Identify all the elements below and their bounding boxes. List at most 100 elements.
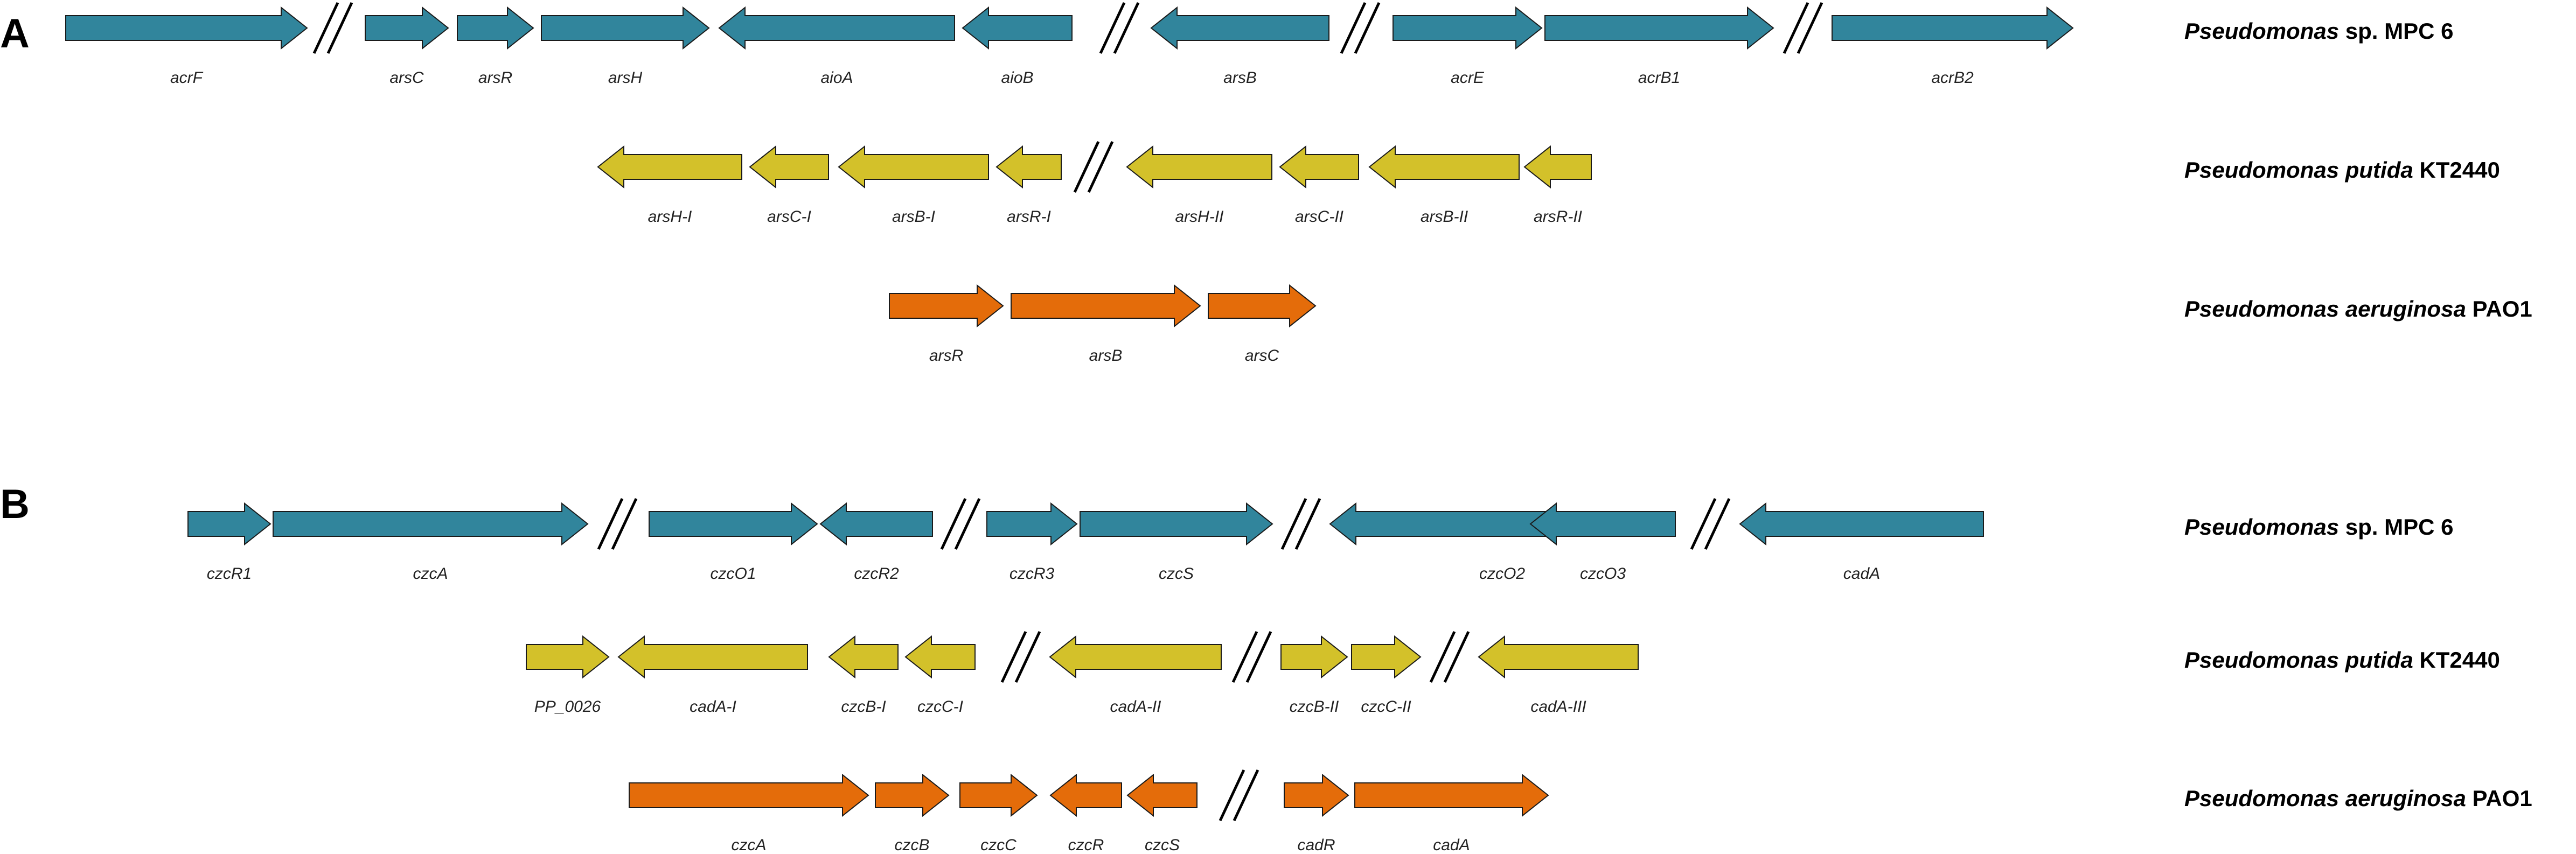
gene-label: czcA <box>731 836 766 854</box>
gene-arrow <box>1544 6 1774 50</box>
break-line <box>1113 2 1140 54</box>
gene-czca: czcA <box>629 773 869 854</box>
gene-arrow <box>629 773 869 817</box>
gene-arrow <box>1832 6 2074 50</box>
gene-arrow <box>1208 284 1317 328</box>
organism-strain: KT2440 <box>2413 157 2500 183</box>
break-marks-layer <box>312 2 1823 822</box>
organism-strain: KT2440 <box>2413 647 2500 673</box>
gene-arsc-ii: arsC-II <box>1279 145 1359 226</box>
gene-arrow <box>526 635 610 679</box>
organism-genus: Pseudomonas putida <box>2184 157 2413 183</box>
gene-cada: cadA <box>1739 502 1984 583</box>
gene-czco1: czcO1 <box>649 502 818 583</box>
gene-arrow <box>1011 284 1201 328</box>
gene-label: czcC <box>980 836 1017 854</box>
gene-arrow <box>1523 145 1592 189</box>
gene-label: arsH-I <box>648 208 692 226</box>
break-line <box>1340 2 1367 54</box>
gene-czca: czcA <box>273 502 589 583</box>
gene-arsr-ii: arsR-II <box>1523 145 1592 226</box>
gene-arrow <box>457 6 534 50</box>
gene-aiob: aioB <box>962 6 1073 87</box>
gene-label: arsC <box>1245 347 1279 365</box>
gene-arrow <box>541 6 710 50</box>
gene-arsr-i: arsR-I <box>995 145 1062 226</box>
gene-label: arsR-I <box>1007 208 1051 226</box>
break-line <box>1797 2 1823 54</box>
break-line <box>1014 631 1041 683</box>
gene-czcr1: czcR1 <box>187 502 271 583</box>
organism-label-b-pao1: Pseudomonas aeruginosa PAO1 <box>2184 786 2532 811</box>
organism-label-b-mpc6: Pseudomonas sp. MPC 6 <box>2184 514 2453 540</box>
break-line <box>1294 498 1321 550</box>
gene-arrow <box>1049 635 1222 679</box>
break-line <box>1443 631 1470 683</box>
gene-label: cadA-III <box>1530 698 1586 716</box>
gene-czcb: czcB <box>875 773 950 854</box>
gene-arrow <box>1393 6 1543 50</box>
gene-label: arsR <box>929 347 963 365</box>
break-mark <box>1690 498 1731 550</box>
break-line <box>1000 631 1027 683</box>
gene-czcb-ii: czcB-II <box>1280 635 1348 716</box>
gene-aioa: aioA <box>718 6 955 87</box>
break-line <box>940 498 967 550</box>
gene-arrow <box>889 284 1004 328</box>
break-line <box>1429 631 1456 683</box>
gene-label: czcA <box>413 565 448 583</box>
gene-label: cadA <box>1433 836 1470 854</box>
break-line <box>1245 631 1272 683</box>
gene-cada: cadA <box>1354 773 1549 854</box>
gene-arrow <box>649 502 818 546</box>
gene-arrow <box>187 502 271 546</box>
gene-label: czcB-II <box>1290 698 1339 716</box>
gene-label: arsB <box>1089 347 1123 365</box>
gene-arrow <box>995 145 1062 189</box>
gene-cada-i: cadA-I <box>617 635 808 716</box>
gene-czcr2: czcR2 <box>819 502 933 583</box>
break-line <box>1099 2 1126 54</box>
gene-arsr: arsR <box>457 6 534 87</box>
break-mark <box>1099 2 1140 54</box>
gene-arrow <box>875 773 950 817</box>
gene-label: arsH-II <box>1175 208 1224 226</box>
gene-label: czcS <box>1159 565 1194 583</box>
gene-acre: acrE <box>1393 6 1543 87</box>
gene-arrow <box>1368 145 1520 189</box>
break-mark <box>597 498 638 550</box>
gene-arrow <box>749 145 829 189</box>
gene-arrow <box>838 145 989 189</box>
organism-genus: Pseudomonas <box>2184 18 2339 44</box>
organism-label-a-kt2440: Pseudomonas putida KT2440 <box>2184 157 2500 183</box>
gene-czcr3: czcR3 <box>986 502 1078 583</box>
gene-czcc: czcC <box>959 773 1038 854</box>
gene-label: czcC-II <box>1361 698 1411 716</box>
gene-label: aioA <box>820 69 853 87</box>
break-line <box>1233 769 1259 822</box>
gene-label: czcC-I <box>917 698 963 716</box>
break-mark <box>1219 769 1259 822</box>
break-mark <box>1783 2 1823 54</box>
break-line <box>611 498 638 550</box>
gene-label: arsB-II <box>1421 208 1468 226</box>
break-line <box>1087 141 1114 193</box>
gene-arrow <box>828 635 899 679</box>
organism-label-a-pao1: Pseudomonas aeruginosa PAO1 <box>2184 296 2532 321</box>
break-line <box>312 2 339 54</box>
gene-czcb-i: czcB-I <box>828 635 899 716</box>
break-line <box>1073 141 1100 193</box>
gene-arrow <box>1351 635 1422 679</box>
break-mark <box>312 2 353 54</box>
gene-arsh-ii: arsH-II <box>1126 145 1272 226</box>
gene-label: czcO2 <box>1479 565 1525 583</box>
gene-label: cadA <box>1843 565 1880 583</box>
gene-arrow <box>819 502 933 546</box>
gene-arrow <box>65 6 308 50</box>
gene-label: acrB2 <box>1931 69 1974 87</box>
gene-arrow <box>718 6 955 50</box>
gene-arsc: arsC <box>365 6 449 87</box>
gene-label: arsB <box>1223 69 1257 87</box>
gene-acrb2: acrB2 <box>1832 6 2074 87</box>
